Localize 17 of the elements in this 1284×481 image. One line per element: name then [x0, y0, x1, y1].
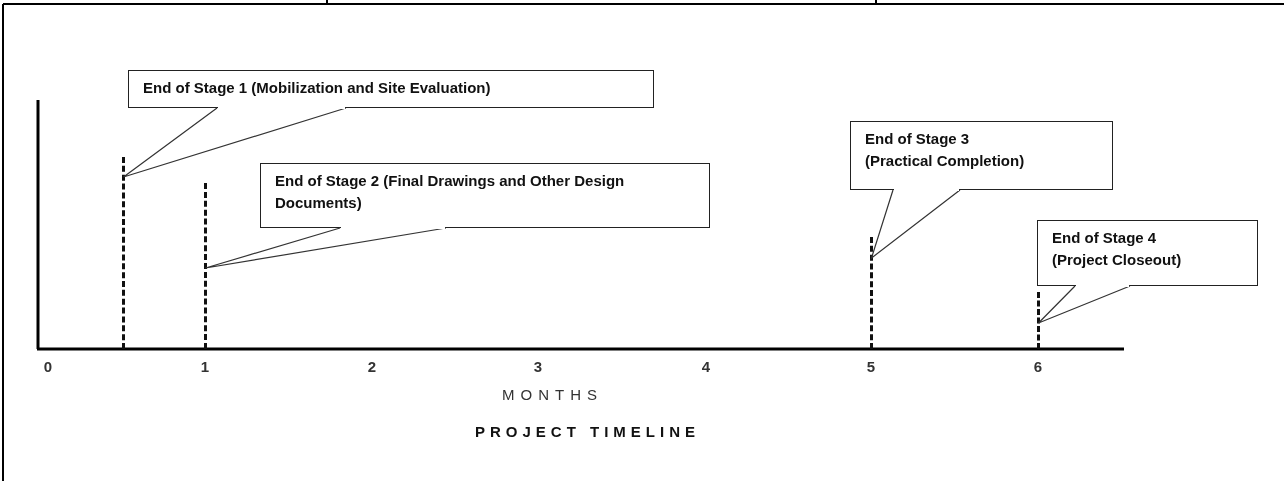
- dashed-marker-line: [1037, 292, 1040, 349]
- caption: PROJECT TIMELINE: [475, 423, 700, 440]
- callout-box: End of Stage 1 (Mobilization and Site Evaluation): [128, 70, 654, 108]
- tick-label: 1: [200, 358, 210, 375]
- callout-box: End of Stage 3 (Practical Completion): [850, 121, 1113, 190]
- callout-box: End of Stage 2 (Final Drawings and Other Design Documents): [260, 163, 710, 228]
- dashed-marker-line: [122, 157, 125, 349]
- axis-title: MONTHS: [502, 386, 603, 403]
- tick-label: 3: [533, 358, 543, 375]
- callout-box: End of Stage 4 (Project Closeout): [1037, 220, 1258, 286]
- tick-label: 6: [1033, 358, 1043, 375]
- tick-label: 0: [43, 358, 53, 375]
- tick-label: 2: [367, 358, 377, 375]
- tick-label: 5: [866, 358, 876, 375]
- dashed-marker-line: [204, 183, 207, 349]
- tick-label: 4: [701, 358, 711, 375]
- dashed-marker-line: [870, 237, 873, 349]
